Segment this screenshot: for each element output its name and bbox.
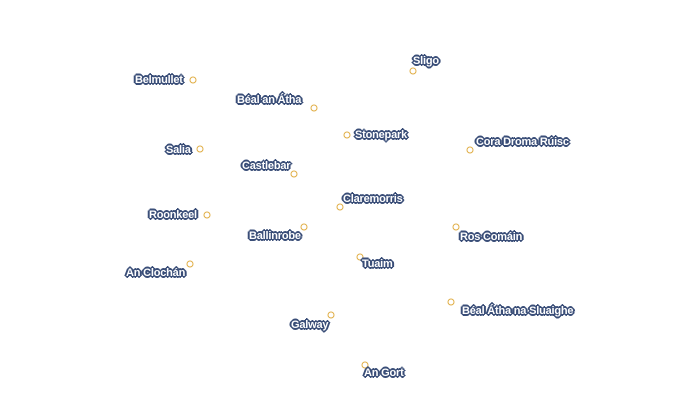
place-marker[interactable] xyxy=(196,145,204,153)
place-label: An Clochán xyxy=(126,267,186,279)
place-marker[interactable] xyxy=(343,131,351,139)
place-marker[interactable] xyxy=(327,311,335,319)
place-label: Béal Átha na Sluaighe xyxy=(462,305,574,317)
place-label: Cora Droma Rúisc xyxy=(476,136,569,148)
place-marker[interactable] xyxy=(409,67,417,75)
place-label: Galway xyxy=(291,319,329,331)
place-label: Castlebar xyxy=(242,160,291,172)
place-label: Ros Comáin xyxy=(460,231,523,243)
place-label: Sligo xyxy=(413,55,439,67)
place-label: An Gort xyxy=(364,367,404,379)
place-label: Ballinrobe xyxy=(249,230,301,242)
place-label: Claremorris xyxy=(343,193,403,205)
place-marker[interactable] xyxy=(290,170,298,178)
place-label: Béal an Átha xyxy=(237,94,302,106)
place-marker[interactable] xyxy=(203,211,211,219)
place-marker[interactable] xyxy=(336,203,344,211)
place-marker[interactable] xyxy=(300,223,308,231)
place-label: Belmullet xyxy=(135,74,183,86)
place-marker[interactable] xyxy=(310,104,318,112)
place-marker[interactable] xyxy=(466,146,474,154)
place-marker[interactable] xyxy=(186,260,194,268)
place-marker[interactable] xyxy=(361,361,369,369)
place-marker[interactable] xyxy=(189,76,197,84)
place-label: Tuaim xyxy=(362,258,393,270)
place-marker[interactable] xyxy=(452,223,460,231)
place-label: Stonepark xyxy=(355,129,407,141)
place-label: Roonkeel xyxy=(149,209,197,221)
place-label: Salia xyxy=(166,144,191,156)
place-marker[interactable] xyxy=(356,253,364,261)
place-marker[interactable] xyxy=(447,298,455,306)
